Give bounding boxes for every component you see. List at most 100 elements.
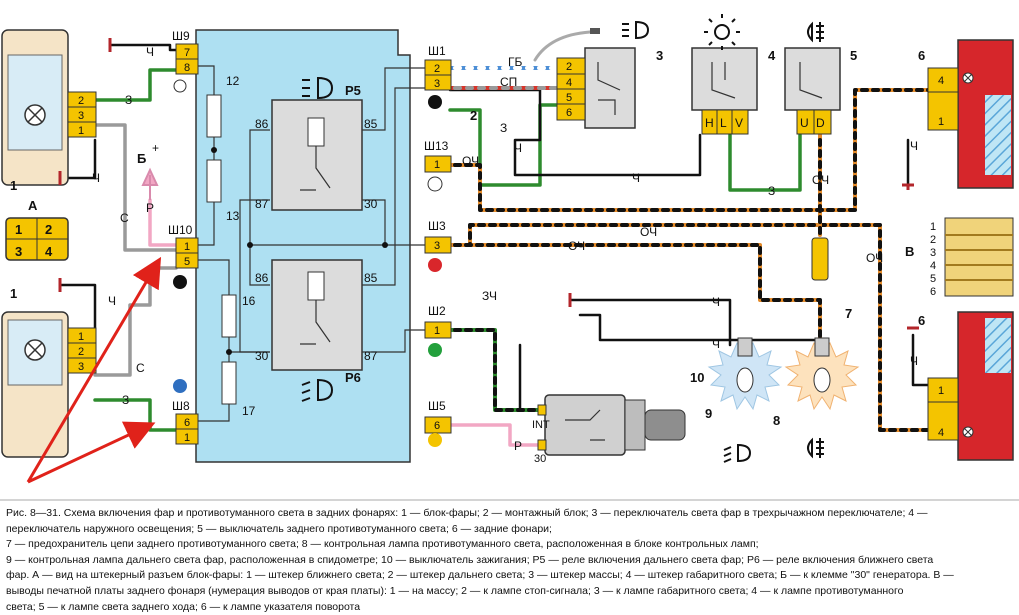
- wire-code-z-3: З: [500, 121, 507, 135]
- figure-caption: Рис. 8—31. Схема включения фар и противо…: [6, 506, 1012, 615]
- fuse-13-label: 13: [226, 209, 240, 223]
- callout-9: 9: [705, 406, 712, 421]
- sh5-pin-6: 6: [434, 420, 440, 432]
- callout-5: 5: [850, 48, 857, 63]
- sh1-pin-3: 3: [434, 78, 440, 90]
- wire-code-och-4: ОЧ: [568, 239, 585, 253]
- connector-sh3-label: Ш3: [428, 219, 446, 233]
- mounting-block: [175, 29, 452, 463]
- wire-code-ch-2: Ч: [92, 171, 100, 185]
- caption-line-3: 7 — предохранитель цепи заднего противот…: [6, 538, 759, 551]
- callout-7: 7: [845, 306, 852, 321]
- wire-code-r-1: Р: [146, 201, 154, 215]
- headlight-connector-top: [67, 91, 97, 138]
- view-b-pin-6: 6: [930, 286, 936, 298]
- wire-code-z-1: З: [125, 93, 132, 107]
- relay-r6-pin-85: 85: [364, 271, 378, 285]
- caption-line-7: света; 5 — к лампе света заднего хода; 6…: [6, 600, 361, 613]
- connector-sh13-label: Ш13: [424, 139, 449, 153]
- caption-line-1: Рис. 8—31. Схема включения фар и противо…: [6, 507, 928, 519]
- wire-code-ch-7: Ч: [712, 337, 720, 351]
- callout-1-bottom: 1: [10, 286, 17, 301]
- sh9-pin-7: 7: [184, 47, 190, 59]
- caption-line-5: фар. А — вид на штекерный разъем блок-фа…: [6, 569, 954, 582]
- sh3-pin-3: 3: [434, 240, 440, 252]
- callout-2: 2: [470, 108, 477, 123]
- hl-bottom-pin-3: 3: [78, 361, 84, 373]
- view-a-label: А: [28, 198, 38, 213]
- sw3-pin-5: 5: [566, 92, 572, 104]
- sh13-pin-1: 1: [434, 159, 440, 171]
- relay-r5-pin-30: 30: [364, 197, 378, 211]
- headlight-unit-top: [1, 29, 69, 186]
- b-plus-label: Б: [137, 151, 146, 166]
- relay-r6-label: Р6: [345, 370, 361, 385]
- switch-5-rear-fog: [784, 47, 841, 135]
- switch5-pin-u: U: [800, 116, 809, 130]
- wire-code-och-1: ОЧ: [462, 154, 479, 168]
- ign-pin-int: INT: [532, 419, 550, 431]
- relay-r6-pin-87: 87: [364, 349, 378, 363]
- sw3-pin-2: 2: [566, 61, 572, 73]
- switch4-pin-h: H: [705, 116, 714, 130]
- fuse-17-label: 17: [242, 404, 256, 418]
- callout-6-bottom: 6: [918, 313, 925, 328]
- hl-bottom-pin-2: 2: [78, 346, 84, 358]
- lamp-8-fog-indicator: [784, 337, 860, 411]
- wires: [58, 30, 932, 447]
- fuse-16-label: 16: [242, 294, 256, 308]
- wire-code-och-5: ОЧ: [866, 251, 883, 265]
- wire-code-och-2: ОЧ: [812, 173, 829, 187]
- wire-code-r-2: Р: [514, 439, 522, 453]
- sh9-pin-8: 8: [184, 62, 190, 74]
- relay-r6-pin-86: 86: [255, 271, 269, 285]
- connector-sh10-label: Ш10: [168, 223, 193, 237]
- callout-8: 8: [773, 413, 780, 428]
- sh2-pin-1: 1: [434, 325, 440, 337]
- tail-lamp-pcb-view-b: [944, 217, 1014, 297]
- connector-a-view: [5, 217, 69, 261]
- callout-6-top: 6: [918, 48, 925, 63]
- sh8-pin-1: 1: [184, 432, 190, 444]
- wire-code-ch-6: Ч: [712, 295, 720, 309]
- tail-bottom-pin-1: 1: [938, 385, 944, 397]
- connector-a-pin-1: 1: [15, 222, 22, 237]
- indicator-dots: [173, 79, 443, 447]
- wire-code-s-1: С: [120, 211, 129, 225]
- switch4-pin-l: L: [720, 116, 727, 130]
- wire-code-ch-8: Ч: [910, 139, 918, 153]
- wire-code-ch-5: Ч: [632, 171, 640, 185]
- view-b-pin-3: 3: [930, 247, 936, 259]
- sh1-pin-2: 2: [434, 63, 440, 75]
- wire-code-ch-4: Ч: [514, 141, 522, 155]
- ign-pin-30: 30: [534, 453, 546, 465]
- wire-code-ch-3: Ч: [108, 294, 116, 308]
- caption-line-2: переключатель наружного освещения; 5 — в…: [6, 522, 552, 535]
- wire-code-z-4: З: [768, 184, 775, 198]
- callout-1-top: 1: [10, 178, 17, 193]
- view-b-label: В: [905, 244, 914, 259]
- ignition-switch: [537, 394, 686, 456]
- relay-r6-pin-30: 30: [255, 349, 269, 363]
- b-plus-arrow: [141, 167, 159, 200]
- connector-sh2-label: Ш2: [428, 304, 446, 318]
- headlight-connector-bottom: [67, 327, 97, 374]
- tail-bottom-pin-4: 4: [938, 427, 944, 439]
- connector-a-pin-4: 4: [45, 244, 53, 259]
- connector-sh8-label: Ш8: [172, 399, 190, 413]
- switch5-pin-d: D: [816, 116, 825, 130]
- tail-lamp-bottom: [927, 311, 1014, 461]
- sh8-pin-6: 6: [184, 417, 190, 429]
- wire-code-ch-9: Ч: [910, 354, 918, 368]
- hl-bottom-pin-1: 1: [78, 331, 84, 343]
- view-b-pin-4: 4: [930, 260, 936, 272]
- relay-r5-pin-87: 87: [255, 197, 269, 211]
- view-b-pin-2: 2: [930, 234, 936, 246]
- wire-code-och-3: ОЧ: [640, 225, 657, 239]
- callout-10: 10: [690, 370, 704, 385]
- relay-r5-pin-86: 86: [255, 117, 269, 131]
- hl-top-pin-2: 2: [78, 95, 84, 107]
- connector-sh5-label: Ш5: [428, 399, 446, 413]
- wire-code-s-2: С: [136, 361, 145, 375]
- connector-a-pin-2: 2: [45, 222, 52, 237]
